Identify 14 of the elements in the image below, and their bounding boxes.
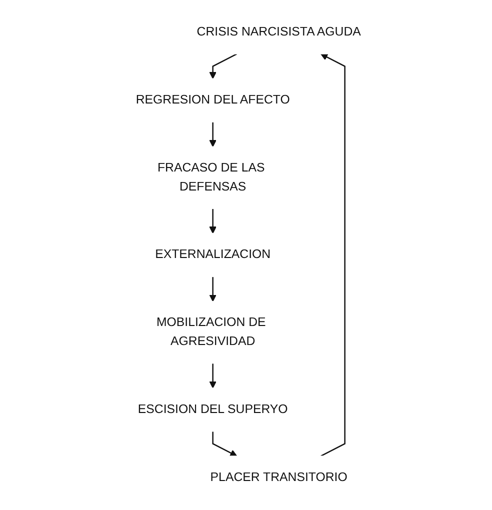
arrow	[210, 208, 217, 234]
node-text: PLACER TRANSITORIO	[210, 470, 348, 484]
arrow	[210, 122, 217, 148]
node-text: EXTERNALIZACION	[155, 247, 271, 262]
arrow	[212, 431, 238, 456]
arrow	[210, 53, 238, 79]
arrow	[320, 54, 346, 457]
node-text: CRISIS NARCISISTA AGUDA	[197, 24, 362, 39]
node-text: ESCISION DEL SUPERYO	[138, 402, 288, 416]
node-text: REGRESION DEL AFECTO	[136, 92, 290, 107]
arrow	[210, 363, 217, 388]
arrow	[210, 276, 217, 302]
node-text: MOBILIZACION DE AGRESIVIDAD	[156, 315, 266, 348]
node-text: FRACASO DE LAS DEFENSAS	[158, 160, 266, 194]
